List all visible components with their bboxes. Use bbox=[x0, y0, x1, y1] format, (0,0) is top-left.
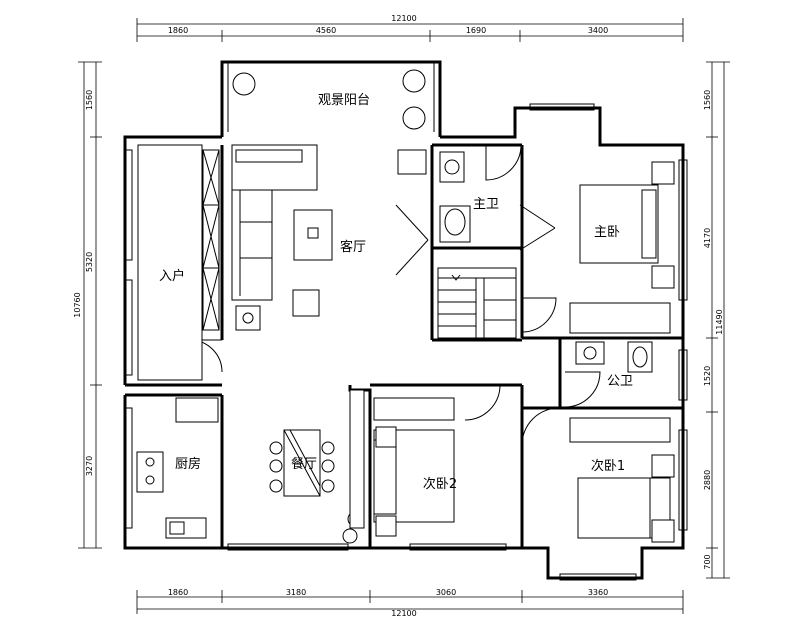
dining-room-label: 餐厅 bbox=[291, 456, 317, 472]
second-bedroom-2-furniture bbox=[373, 397, 455, 537]
public-bath-fixtures bbox=[575, 341, 653, 373]
right-dimension-lines bbox=[706, 61, 730, 579]
master-bed bbox=[569, 161, 675, 334]
windows bbox=[123, 103, 688, 581]
right-total-dimension: 11490 bbox=[715, 309, 724, 334]
master-bath-fixtures bbox=[439, 151, 471, 243]
second-bedroom-1-furniture bbox=[569, 417, 675, 543]
master-bedroom-label: 主卧 bbox=[594, 225, 620, 240]
top-dimension-4: 3400 bbox=[588, 26, 608, 35]
top-total-dimension: 12100 bbox=[391, 14, 416, 23]
living-room-furniture bbox=[231, 144, 427, 331]
second-bedroom-2-label: 次卧2 bbox=[423, 476, 457, 492]
left-dimension-1: 1560 bbox=[85, 90, 94, 110]
doors bbox=[189, 144, 601, 446]
balcony-label: 观景阳台 bbox=[318, 93, 370, 108]
public-bath-label: 公卫 bbox=[607, 374, 633, 389]
left-dimension-3: 3270 bbox=[85, 456, 94, 476]
living-room-label: 客厅 bbox=[340, 239, 366, 255]
entry-label: 入户 bbox=[159, 268, 185, 284]
top-dimension-lines bbox=[136, 18, 684, 42]
dining-table bbox=[269, 389, 365, 544]
top-dimension-2: 4560 bbox=[316, 26, 336, 35]
left-total-dimension: 10760 bbox=[73, 292, 82, 317]
entry-wardrobe bbox=[137, 144, 220, 381]
second-bedroom-1-label: 次卧1 bbox=[591, 458, 625, 474]
bottom-total-dimension: 12100 bbox=[391, 609, 416, 618]
right-dimension-1: 1560 bbox=[703, 90, 712, 110]
bottom-dimension-3: 3060 bbox=[436, 588, 456, 597]
kitchen-label: 厨房 bbox=[175, 456, 201, 472]
bottom-dimension-lines bbox=[136, 590, 684, 614]
right-dimension-3: 1520 bbox=[703, 366, 712, 386]
master-bath-label: 主卫 bbox=[473, 197, 499, 212]
left-dimension-2: 5320 bbox=[85, 252, 94, 272]
top-dimension-3: 1690 bbox=[466, 26, 486, 35]
top-dimension-1: 1860 bbox=[168, 26, 188, 35]
balcony-plants bbox=[232, 69, 426, 130]
walls bbox=[123, 60, 685, 580]
right-dimension-4: 2880 bbox=[703, 470, 712, 490]
bottom-dimension-2: 3180 bbox=[286, 588, 306, 597]
right-dimension-5: 700 bbox=[703, 554, 712, 569]
bottom-dimension-1: 1860 bbox=[168, 588, 188, 597]
kitchen-fixtures bbox=[136, 397, 219, 539]
bottom-dimension-4: 3360 bbox=[588, 588, 608, 597]
right-dimension-2: 4170 bbox=[703, 228, 712, 248]
staircase bbox=[437, 267, 517, 339]
left-dimension-lines bbox=[78, 61, 102, 549]
